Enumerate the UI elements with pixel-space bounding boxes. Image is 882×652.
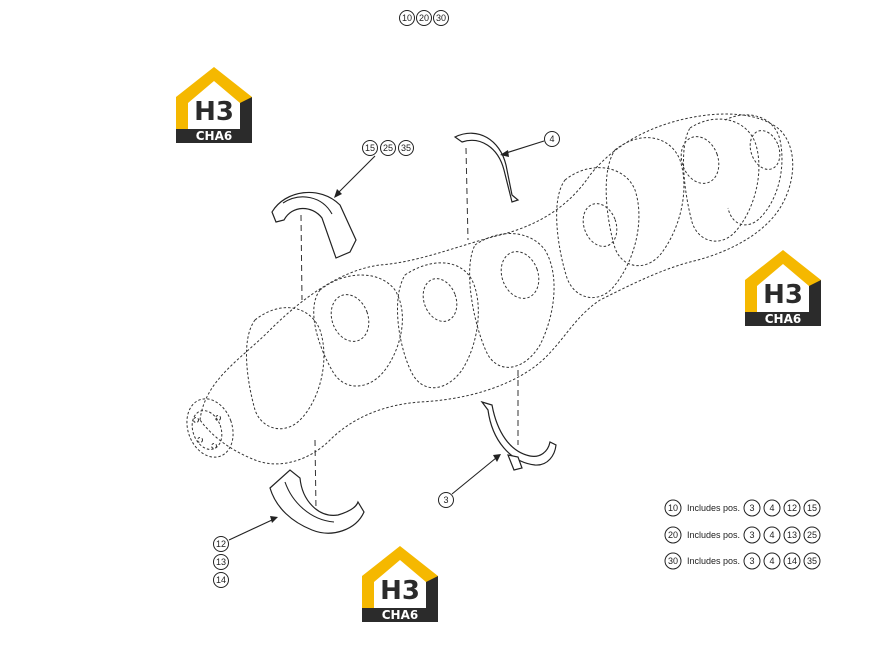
logo-text-top: H3 xyxy=(194,97,234,127)
legend-part: 15 xyxy=(807,503,817,513)
leader-thrust-lower xyxy=(451,457,497,495)
axis-line-upper-bearing xyxy=(300,214,303,301)
thrust-washer-lower xyxy=(480,400,557,471)
lower-bearing-shell xyxy=(269,469,365,534)
logo-text-top: H3 xyxy=(763,280,803,310)
logo-watermark: H3 CHA6 xyxy=(362,546,438,622)
legend-part: 13 xyxy=(787,530,797,540)
legend-kit-10: 10 xyxy=(668,503,678,513)
thrust-washer-upper xyxy=(453,132,520,203)
legend-part: 3 xyxy=(749,556,754,566)
logo-text-top: H3 xyxy=(380,576,420,606)
callout-upper-bearing: 15 25 35 xyxy=(362,140,414,156)
leader-thrust-upper xyxy=(505,140,545,154)
legend-part: 25 xyxy=(807,530,817,540)
legend-part: 12 xyxy=(787,503,797,513)
legend-part: 4 xyxy=(769,556,774,566)
legend-part: 3 xyxy=(749,530,754,540)
legend-row: 20 Includes pos. 3 4 13 25 xyxy=(664,526,821,544)
legend-part: 4 xyxy=(769,530,774,540)
logo-text-bottom: CHA6 xyxy=(382,608,419,622)
leader-arrow-thrust-upper xyxy=(500,150,509,157)
legend-kit-30: 30 xyxy=(668,556,678,566)
leader-arrow-thrust-lower xyxy=(493,454,501,462)
callout-15: 15 xyxy=(365,143,375,153)
leader-arrow-lower-bearing xyxy=(270,516,278,523)
legend-part: 35 xyxy=(807,556,817,566)
legend: 10 Includes pos. 3 4 12 15 20 Includes p… xyxy=(664,499,821,570)
logo-watermark: H3 CHA6 xyxy=(745,250,821,326)
leader-arrow-upper-bearing xyxy=(334,189,342,198)
legend-row: 10 Includes pos. 3 4 12 15 xyxy=(664,499,821,517)
callout-3: 3 xyxy=(443,495,448,505)
callout-35: 35 xyxy=(401,143,411,153)
callout-25: 25 xyxy=(383,143,393,153)
logo-text-bottom: CHA6 xyxy=(765,312,802,326)
legend-part: 3 xyxy=(749,503,754,513)
legend-includes-label: Includes pos. xyxy=(687,556,740,566)
crankshaft xyxy=(186,113,794,465)
legend-kit-20: 20 xyxy=(668,530,678,540)
title-callout-30: 30 xyxy=(436,13,446,23)
legend-includes-label: Includes pos. xyxy=(687,503,740,513)
axis-line-lower-bearing xyxy=(314,439,317,511)
logo-watermark: H3 CHA6 xyxy=(176,67,252,143)
callout-thrust-upper: 4 xyxy=(544,131,560,147)
callout-thrust-lower: 3 xyxy=(438,492,454,508)
callout-14: 14 xyxy=(216,575,226,585)
leader-upper-bearing xyxy=(337,155,376,194)
legend-part: 14 xyxy=(787,556,797,566)
upper-bearing-shell xyxy=(271,191,357,259)
legend-part: 4 xyxy=(769,503,774,513)
callout-lower-bearing: 12 13 14 xyxy=(213,536,229,588)
legend-row: 30 Includes pos. 3 4 14 35 xyxy=(664,552,821,570)
title-callout-10: 10 xyxy=(402,13,412,23)
title-callout-20: 20 xyxy=(419,13,429,23)
leader-lower-bearing xyxy=(228,519,273,541)
legend-includes-label: Includes pos. xyxy=(687,530,740,540)
axis-line-thrust-upper xyxy=(465,147,469,241)
callout-13: 13 xyxy=(216,557,226,567)
callout-4: 4 xyxy=(549,134,554,144)
title-callouts: 10 20 30 xyxy=(399,10,449,26)
logo-text-bottom: CHA6 xyxy=(196,129,233,143)
callout-12: 12 xyxy=(216,539,226,549)
